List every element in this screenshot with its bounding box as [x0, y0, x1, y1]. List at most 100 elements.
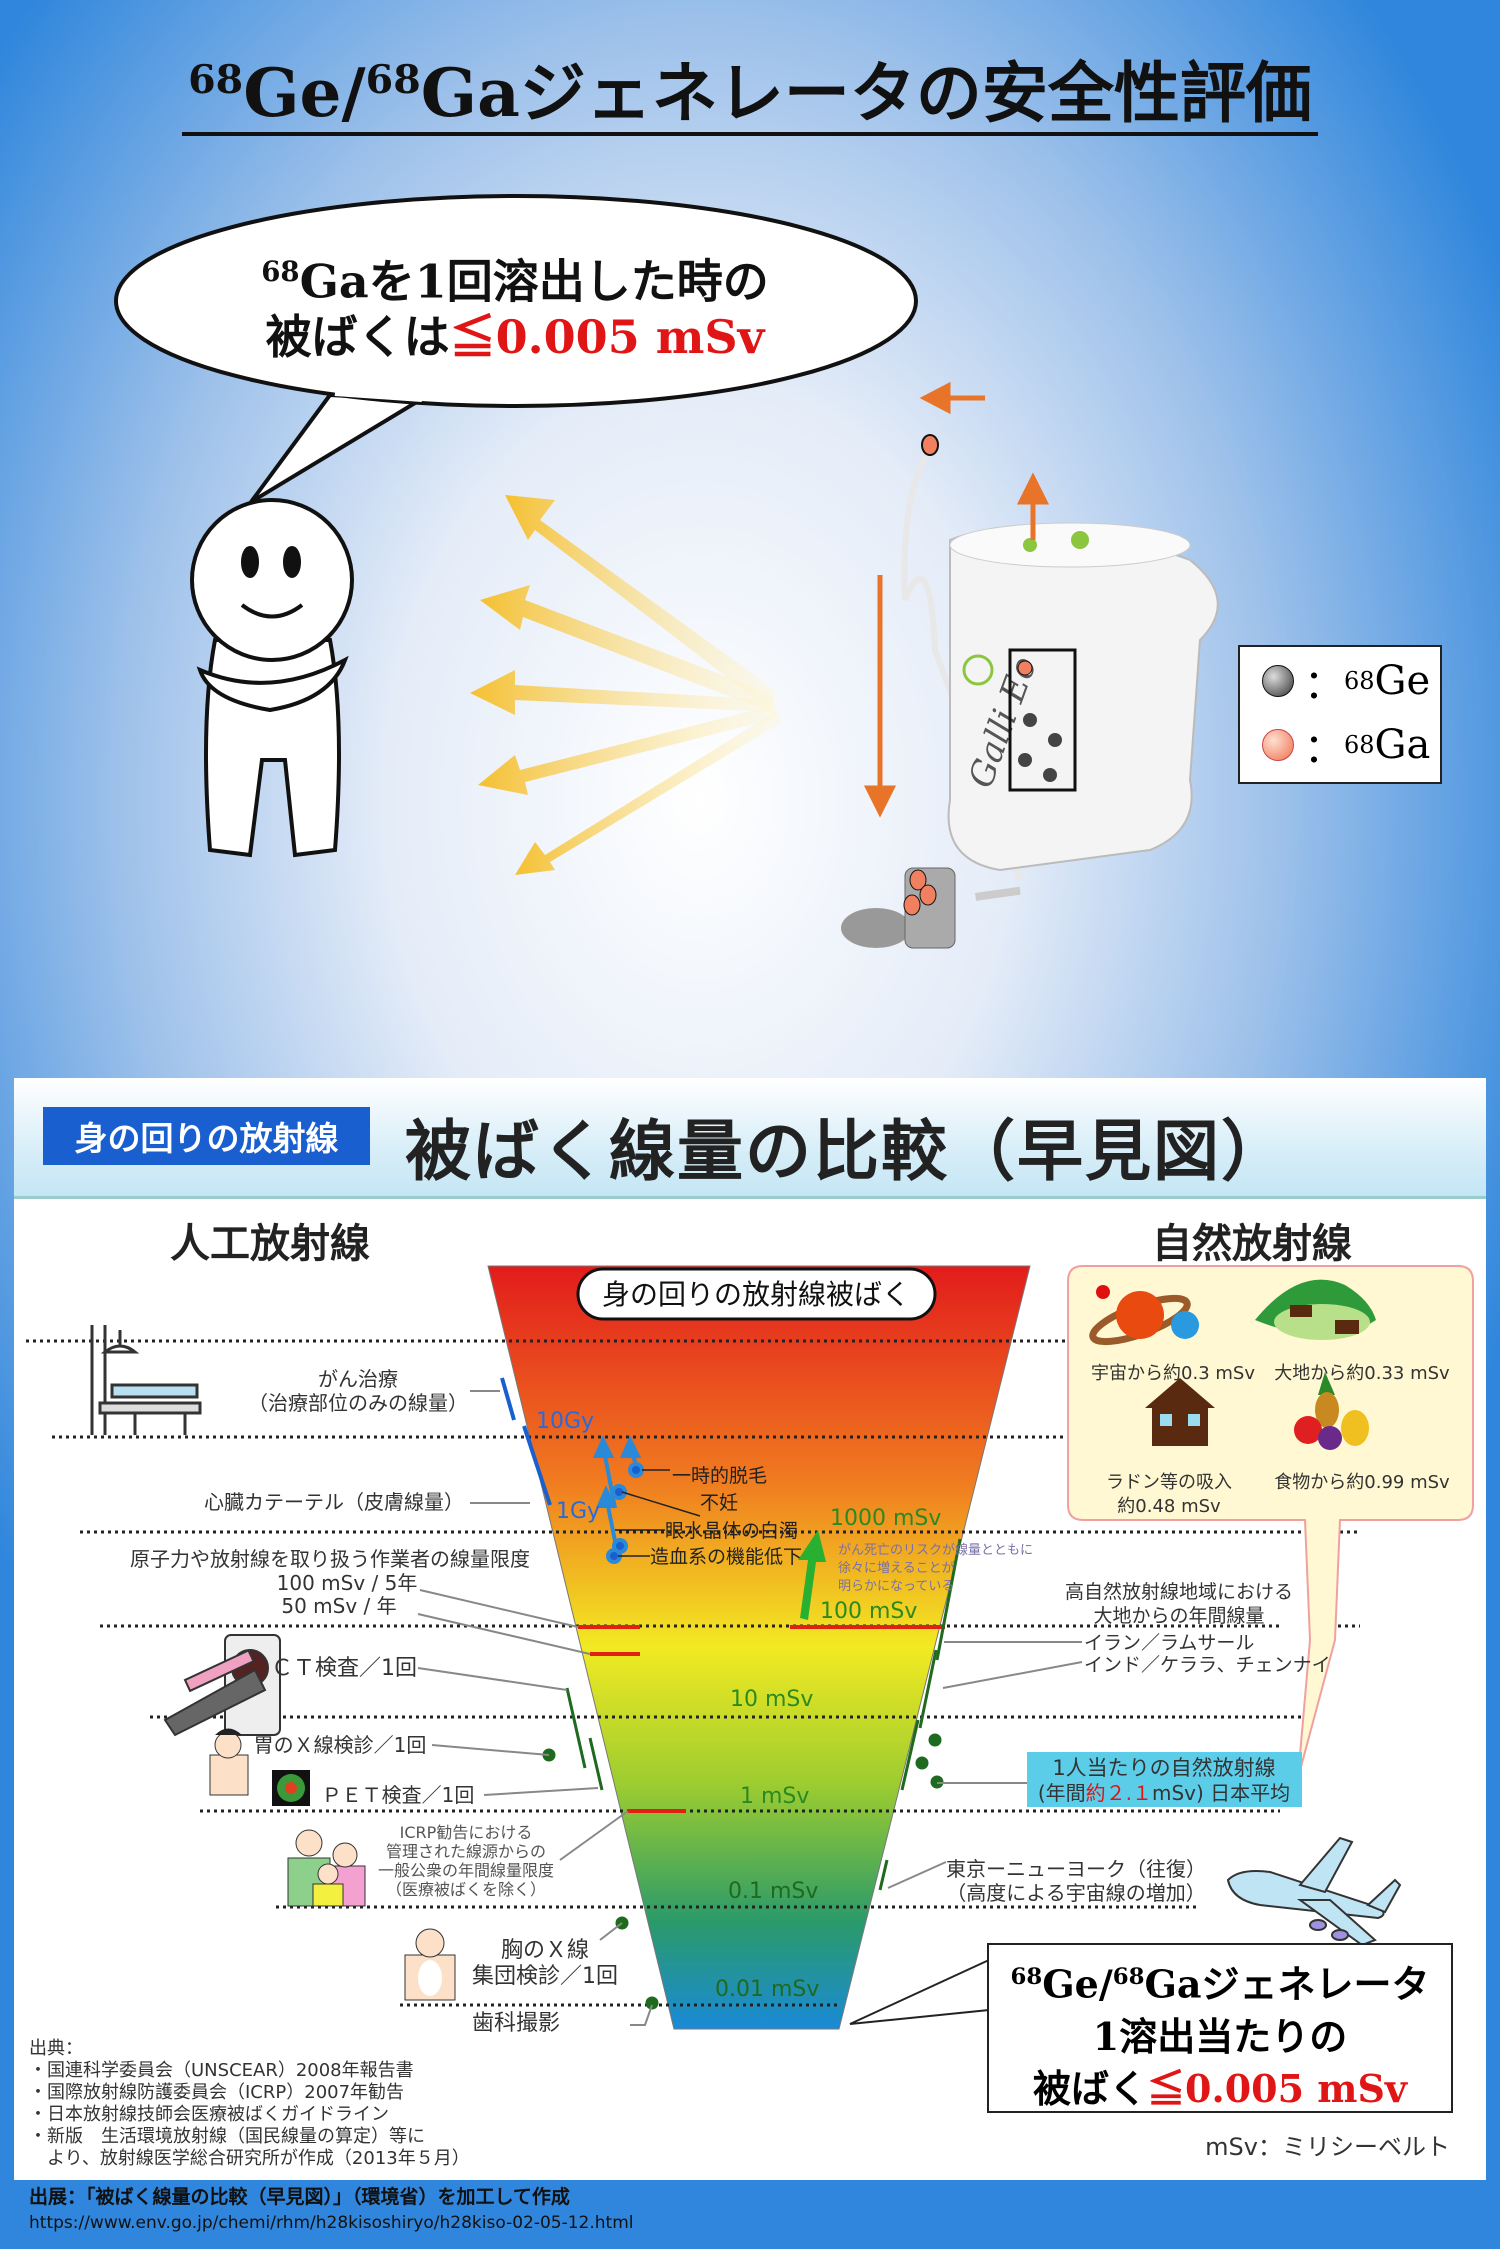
chest-xray-person-icon — [404, 1928, 456, 2001]
leader-lines — [417, 1390, 1083, 2026]
limit-markers — [578, 1625, 945, 1813]
scale-0.01msv: 0.01 mSv — [715, 1977, 819, 2002]
risk-note-3: 明らかになっている — [838, 1579, 954, 1594]
radiation-arrows — [470, 495, 782, 875]
worker-limit-5yr: 100 mSv / 5年 — [277, 1571, 418, 1595]
average-value: (年間約２.１mSv) 日本平均 — [1038, 1781, 1290, 1805]
source-5: より、放射線医学総合研究所が作成（2013年５月） — [29, 2148, 470, 2169]
effect-cataract: 眼水晶体の白濁 — [665, 1520, 798, 1542]
worker-label: 原子力や放射線を取り扱う作業者の線量限度 — [130, 1547, 530, 1571]
ge-dot-icon — [1262, 665, 1294, 697]
footer-url[interactable]: https://www.env.go.jp/chemi/rhm/h28kisos… — [29, 2213, 634, 2233]
food-icon — [1294, 1372, 1369, 1450]
generator-dose-box: 68Ge/68Gaジェネレータ 1溶出当たりの 被ばく≦0.005 mSv — [987, 1943, 1453, 2113]
scale-1gy: 1Gy — [556, 1499, 600, 1524]
scale-100msv: 100 mSv — [820, 1599, 917, 1624]
flight-note: （高度による宇宙線の増加） — [946, 1881, 1205, 1905]
footer: 出展：「被ばく線量の比較（早見図）」（環境省）を加工して作成 https://w… — [29, 2182, 634, 2233]
icrp-line1: ICRP勧告における — [400, 1823, 533, 1842]
space-icon — [1089, 1285, 1199, 1346]
artificial-title: 人工放射線 — [170, 1221, 370, 1267]
effect-infertility: 不妊 — [700, 1492, 738, 1514]
panel-heading: 被ばく線量の比較（早見図） — [405, 1113, 1289, 1190]
category-badge: 身の回りの放射線 — [43, 1107, 370, 1165]
funnel-label: 身の回りの放射線被ばく — [602, 1278, 910, 1311]
source-1: ・国連科学委員会（UNSCEAR）2008年報告書 — [29, 2060, 414, 2081]
ga-dot-icon — [1262, 729, 1294, 761]
dose-gridlines — [26, 1339, 1360, 2007]
footer-source: 出展：「被ばく線量の比較（早見図）」（環境省）を加工して作成 — [29, 2186, 570, 2208]
airplane-icon — [1226, 1836, 1402, 1947]
food-label: 食物から約0.99 mSv — [1274, 1472, 1450, 1493]
generator-line3: 被ばく≦0.005 mSv — [1033, 2065, 1407, 2111]
icrp-line3: 一般公衆の年間線量限度 — [378, 1861, 554, 1880]
speech-bubble — [114, 194, 918, 504]
flight-label: 東京ーニューヨーク（往復） — [946, 1857, 1206, 1881]
unit-note: mSv：ミリシーベルト — [1205, 2133, 1450, 2161]
person-icon — [209, 1728, 249, 1796]
radon-value: 約0.48 mSv — [1117, 1496, 1221, 1517]
natural-callout — [1067, 1265, 1474, 1779]
blue-range-bars — [500, 1377, 552, 1506]
generator-line1: 68Ge/68Gaジェネレータ — [1010, 1961, 1430, 2007]
family-icon — [287, 1829, 366, 1907]
patient-bed-icon — [90, 1325, 202, 1435]
chest-xray-label: 胸のＸ線 — [501, 1938, 589, 1963]
panel-header — [14, 1078, 1486, 1199]
earth-label: 大地から約0.33 mSv — [1274, 1363, 1450, 1384]
earth-horses-icon — [1255, 1279, 1376, 1340]
source-4: ・新版 生活環境放射線（国民線量の算定）等に — [29, 2126, 425, 2147]
source-3: ・日本放射線技師会医療被ばくガイドライン — [29, 2104, 389, 2125]
sources-heading: 出典： — [29, 2038, 83, 2059]
ct-scanner-icon — [163, 1634, 281, 1737]
average-label: 1人当たりの自然放射線 — [1052, 1756, 1275, 1780]
scale-1msv: 1 mSv — [740, 1784, 809, 1809]
effect-hematopoietic: 造血系の機能低下 — [650, 1546, 802, 1568]
icrp-line4: （医療被ばくを除く） — [386, 1880, 546, 1899]
scale-0.1msv: 0.1 mSv — [728, 1879, 818, 1904]
pet-label: ＰＥＴ検査／1回 — [322, 1783, 475, 1807]
chest-xray-note: 集団検診／1回 — [472, 1964, 618, 1989]
scale-10msv: 10 mSv — [730, 1687, 813, 1712]
generator-device: Galli Eo — [841, 434, 1219, 949]
natural-title: 自然放射線 — [1152, 1221, 1352, 1267]
stomach-xray-label: 胃のＸ線検診／1回 — [254, 1733, 427, 1757]
effect-hair-loss: 一時的脱毛 — [672, 1465, 767, 1487]
risk-note-1: がん死亡のリスクが線量とともに — [838, 1542, 1033, 1558]
scale-10gy: 10Gy — [536, 1409, 594, 1434]
national-average-box — [1027, 1752, 1302, 1807]
high-area-note: 大地からの年間線量 — [1093, 1605, 1264, 1627]
bubble-line2: 被ばくは≦0.005 mSv — [265, 310, 765, 364]
dental-label: 歯科撮影 — [472, 2011, 560, 2036]
generator-callout-tail — [849, 1959, 990, 2025]
radon-label: ラドン等の吸入 — [1106, 1472, 1232, 1493]
cancer-note: （治療部位のみの線量） — [248, 1391, 468, 1415]
house-icon — [1145, 1378, 1215, 1446]
dose-funnel — [487, 1265, 1031, 2030]
ct-label: ＣＴ検査／1回 — [271, 1656, 417, 1681]
icrp-line2: 管理された線源からの — [386, 1842, 546, 1861]
smiley-person-icon — [190, 498, 354, 858]
orange-flow-arrows — [863, 381, 1050, 818]
generator-line2: 1溶出当たりの — [1092, 2013, 1348, 2059]
page-title: 68Ge/68Gaジェネレータの安全性評価 — [0, 40, 1500, 136]
risk-note-2: 徐々に増えることが — [838, 1561, 955, 1576]
cardiac-label: 心臓カテーテル（皮膚線量） — [204, 1490, 464, 1514]
source-2: ・国際放射線防護委員会（ICRP）2007年勧告 — [29, 2082, 404, 2103]
high-area-label: 高自然放射線地域における — [1065, 1581, 1293, 1603]
scale-1000msv: 1000 mSv — [830, 1506, 941, 1531]
iran-label: イラン／ラムサール — [1084, 1632, 1254, 1654]
bubble-line1: 68Gaを1回溶出した時の — [261, 254, 769, 309]
cancer-label: がん治療 — [318, 1367, 398, 1391]
effect-leaders — [615, 1469, 701, 1557]
space-label: 宇宙から約0.3 mSv — [1091, 1363, 1255, 1384]
funnel-label-pill — [576, 1267, 937, 1321]
top-illustration: Galli Eo — [114, 194, 1219, 949]
worker-limit-yr: 50 mSv / 年 — [281, 1594, 396, 1618]
risk-arrow-icon — [798, 1530, 826, 1620]
india-label: インド／ケララ、チェンナイ — [1084, 1654, 1331, 1676]
